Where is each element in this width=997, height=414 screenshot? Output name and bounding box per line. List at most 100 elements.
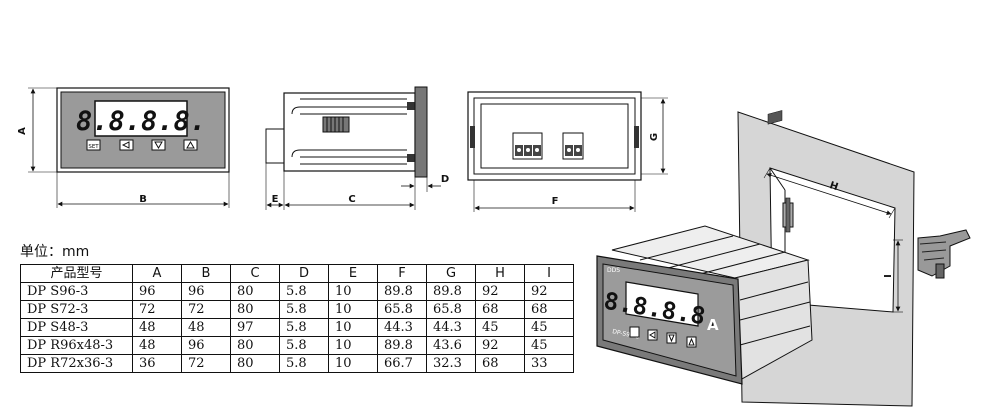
cell-f: 44.3	[377, 318, 427, 337]
header-g: G	[426, 264, 476, 283]
cell-model: DP R96x48-3	[20, 336, 133, 355]
side-view: E C D	[265, 86, 449, 210]
cell-a: 48	[132, 318, 182, 337]
header-e: E	[328, 264, 378, 283]
cell-e: 10	[328, 354, 378, 373]
dim-label-b: B	[139, 194, 147, 205]
up-arrow-icon	[186, 141, 195, 149]
cell-g: 44.3	[426, 318, 476, 337]
cell-h: 68	[475, 300, 525, 319]
cell-c: 97	[230, 318, 280, 337]
cell-e: 10	[328, 336, 378, 355]
perspective-buttons	[629, 326, 697, 348]
instrument-body	[611, 110, 813, 381]
cell-i: 45	[524, 318, 574, 337]
cell-a: 96	[132, 282, 182, 301]
dim-label-f: F	[552, 196, 559, 207]
cell-d: 5.8	[279, 282, 329, 301]
perspective-left-arrow-icon	[649, 331, 656, 339]
units-label: 单位：mm	[20, 244, 90, 260]
cell-i: 68	[524, 300, 574, 319]
dim-label-c: C	[348, 194, 355, 205]
set-button-label: SET	[88, 144, 99, 150]
cell-i: 92	[524, 282, 574, 301]
cell-g: 43.6	[426, 336, 476, 355]
cell-f: 89.8	[377, 336, 427, 355]
cell-b: 72	[181, 354, 231, 373]
down-arrow-icon	[154, 141, 163, 149]
table-row: DP R72x36-3 36 72 80 5.8 10 66.7 32.3 68…	[20, 354, 574, 373]
cell-c: 80	[230, 282, 280, 301]
dim-label-g: G	[649, 133, 660, 141]
cell-model: DP S96-3	[20, 282, 133, 301]
perspective-down-arrow-icon	[668, 334, 675, 343]
down-button	[151, 139, 166, 151]
cell-b: 72	[181, 300, 231, 319]
cell-f: 65.8	[377, 300, 427, 319]
cell-h: 92	[475, 282, 525, 301]
header-f: F	[377, 264, 427, 283]
cell-b: 96	[181, 336, 231, 355]
table-row: DP S96-3 96 96 80 5.8 10 89.8 89.8 92 92	[20, 282, 574, 301]
cell-c: 80	[230, 300, 280, 319]
cell-i: 33	[524, 354, 574, 373]
header-a: A	[132, 264, 182, 283]
cell-f: 89.8	[377, 282, 427, 301]
cell-h: 68	[475, 354, 525, 373]
cell-e: 10	[328, 300, 378, 319]
front-display-digits: 8.8.8.8.	[76, 106, 206, 137]
cell-d: 5.8	[279, 300, 329, 319]
left-button	[119, 139, 134, 151]
table-row: DP S48-3 48 48 97 5.8 10 44.3 44.3 45 45	[20, 318, 574, 337]
perspective-up-arrow-icon	[688, 337, 695, 346]
table-header-row: 产品型号 A B C D E F G H I	[20, 264, 574, 283]
cell-b: 96	[181, 282, 231, 301]
side-bezel	[414, 86, 428, 178]
dim-label-d: D	[441, 174, 449, 185]
cell-i: 45	[524, 336, 574, 355]
terminal-block-left	[512, 132, 543, 160]
back-view: F G	[467, 91, 668, 212]
perspective-display	[625, 281, 699, 327]
table-row: DP R96x48-3 48 96 80 5.8 10 89.8 43.6 92…	[20, 336, 574, 355]
cell-d: 5.8	[279, 336, 329, 355]
header-b: B	[181, 264, 231, 283]
mounting-perspective: H I	[596, 110, 971, 407]
cell-g: 32.3	[426, 354, 476, 373]
front-view: 8.8.8.8. SET A B	[17, 87, 230, 208]
cell-model: DP S48-3	[20, 318, 133, 337]
dim-label-h: H	[828, 180, 839, 193]
instrument-front-bezel: 8.8.8.8. A DDS DP-S96-3	[596, 255, 743, 385]
header-d: D	[279, 264, 329, 283]
header-h: H	[475, 264, 525, 283]
header-c: C	[230, 264, 280, 283]
cell-model: DP S72-3	[20, 300, 133, 319]
side-terminal	[265, 128, 285, 164]
cell-f: 66.7	[377, 354, 427, 373]
header-model: 产品型号	[20, 264, 133, 283]
terminal-block-right	[562, 132, 584, 160]
cell-e: 10	[328, 318, 378, 337]
cell-model: DP R72x36-3	[20, 354, 133, 373]
up-button	[183, 139, 198, 151]
dim-label-a: A	[17, 127, 28, 135]
cell-h: 92	[475, 336, 525, 355]
cell-b: 48	[181, 318, 231, 337]
perspective-brand: DDS	[607, 267, 620, 274]
front-display	[94, 100, 188, 137]
cell-a: 48	[132, 336, 182, 355]
cell-a: 36	[132, 354, 182, 373]
table-row: DP S72-3 72 72 80 5.8 10 65.8 65.8 68 68	[20, 300, 574, 319]
dim-label-i: I	[883, 274, 894, 278]
cell-c: 80	[230, 354, 280, 373]
cell-d: 5.8	[279, 354, 329, 373]
cell-g: 89.8	[426, 282, 476, 301]
cell-g: 65.8	[426, 300, 476, 319]
mounting-clip-left	[782, 197, 794, 233]
mounting-clip-right	[917, 229, 971, 279]
cell-a: 72	[132, 300, 182, 319]
cell-h: 45	[475, 318, 525, 337]
spec-table: 产品型号 A B C D E F G H I DP S96-3 96 96 80…	[20, 264, 574, 373]
cell-c: 80	[230, 336, 280, 355]
